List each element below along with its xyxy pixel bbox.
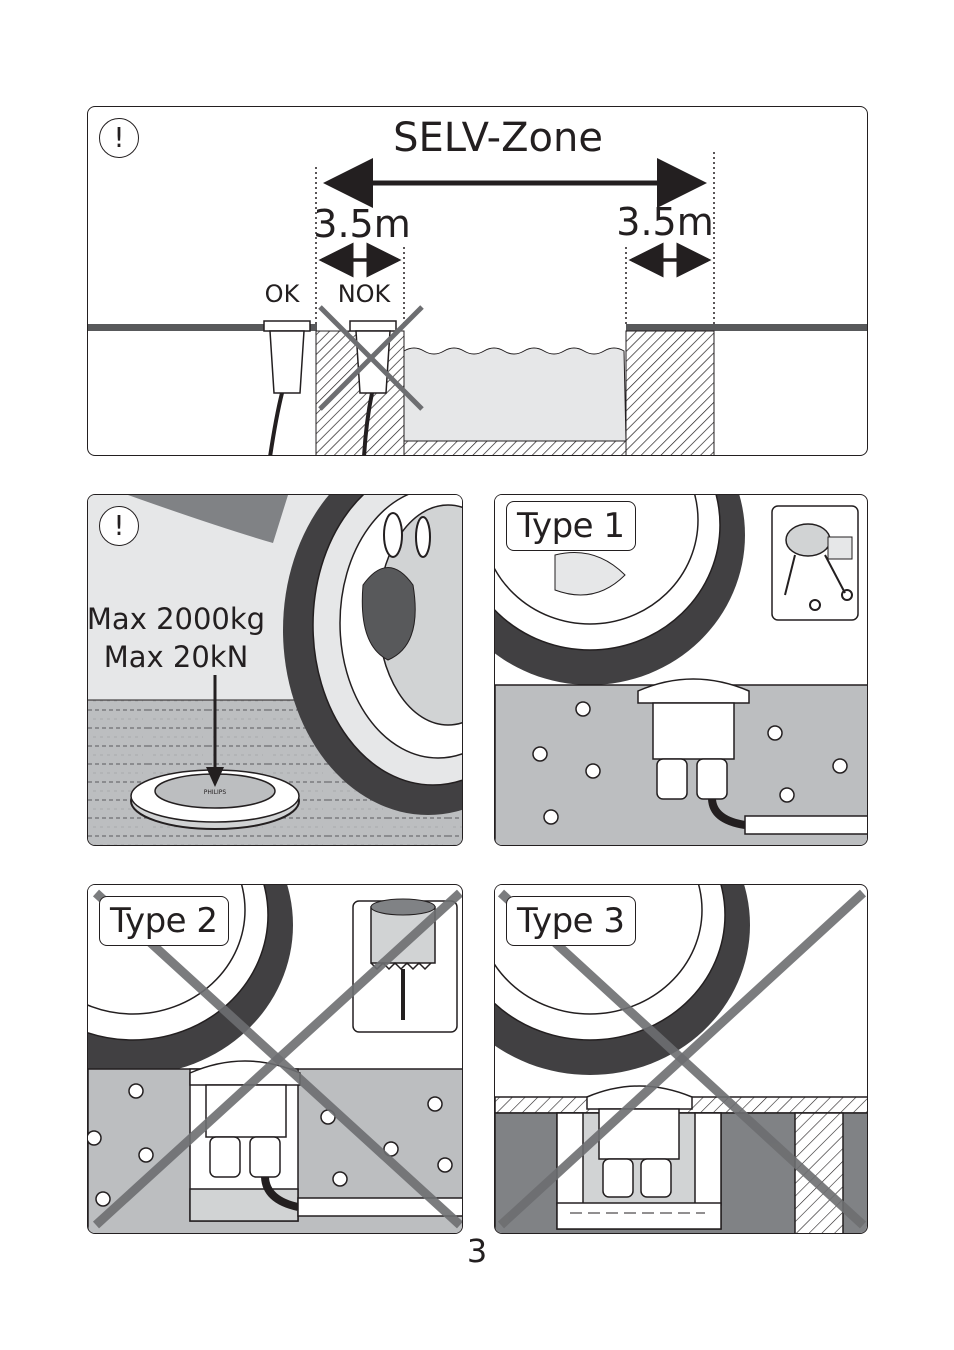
type1-fixture bbox=[637, 678, 867, 835]
type2-panel: Type 2 bbox=[87, 884, 463, 1234]
type1-panel: Type 1 bbox=[494, 494, 868, 846]
selv-zone-title: SELV-Zone bbox=[393, 115, 603, 161]
type2-illustration bbox=[88, 885, 462, 1233]
ok-fixture bbox=[263, 320, 311, 455]
selv-zone-illustration: SELV-Zone 3.5m 3.5m OK NOK bbox=[88, 115, 867, 455]
selv-zone-panel: SELV-Zone 3.5m 3.5m OK NOK ! bbox=[87, 106, 868, 456]
core-drill-icon bbox=[352, 898, 458, 1033]
type2-label: Type 2 bbox=[99, 896, 229, 946]
page-number: 3 bbox=[466, 1232, 488, 1270]
nok-label: NOK bbox=[338, 280, 392, 308]
distance-left-label: 3.5m bbox=[313, 202, 410, 246]
load-illustration: PHILIPS Max 2000kg Max 20kN bbox=[88, 495, 462, 845]
distance-right-label: 3.5m bbox=[616, 200, 713, 244]
warning-icon: ! bbox=[99, 506, 139, 546]
warning-icon: ! bbox=[99, 118, 139, 158]
fixture-brand: PHILIPS bbox=[204, 789, 227, 796]
ground-fixture: PHILIPS bbox=[130, 769, 300, 830]
ok-label: OK bbox=[265, 280, 301, 308]
concrete-mixer-icon bbox=[771, 505, 859, 621]
type3-fixture bbox=[586, 1085, 693, 1198]
max-force-label: Max 20kN bbox=[104, 640, 249, 674]
load-panel: PHILIPS Max 2000kg Max 20kN ! bbox=[87, 494, 463, 846]
type3-label: Type 3 bbox=[506, 896, 636, 946]
max-weight-label: Max 2000kg bbox=[88, 602, 265, 636]
type3-panel: Type 3 bbox=[494, 884, 868, 1234]
nok-fixture bbox=[318, 305, 424, 455]
type1-label: Type 1 bbox=[506, 501, 636, 551]
